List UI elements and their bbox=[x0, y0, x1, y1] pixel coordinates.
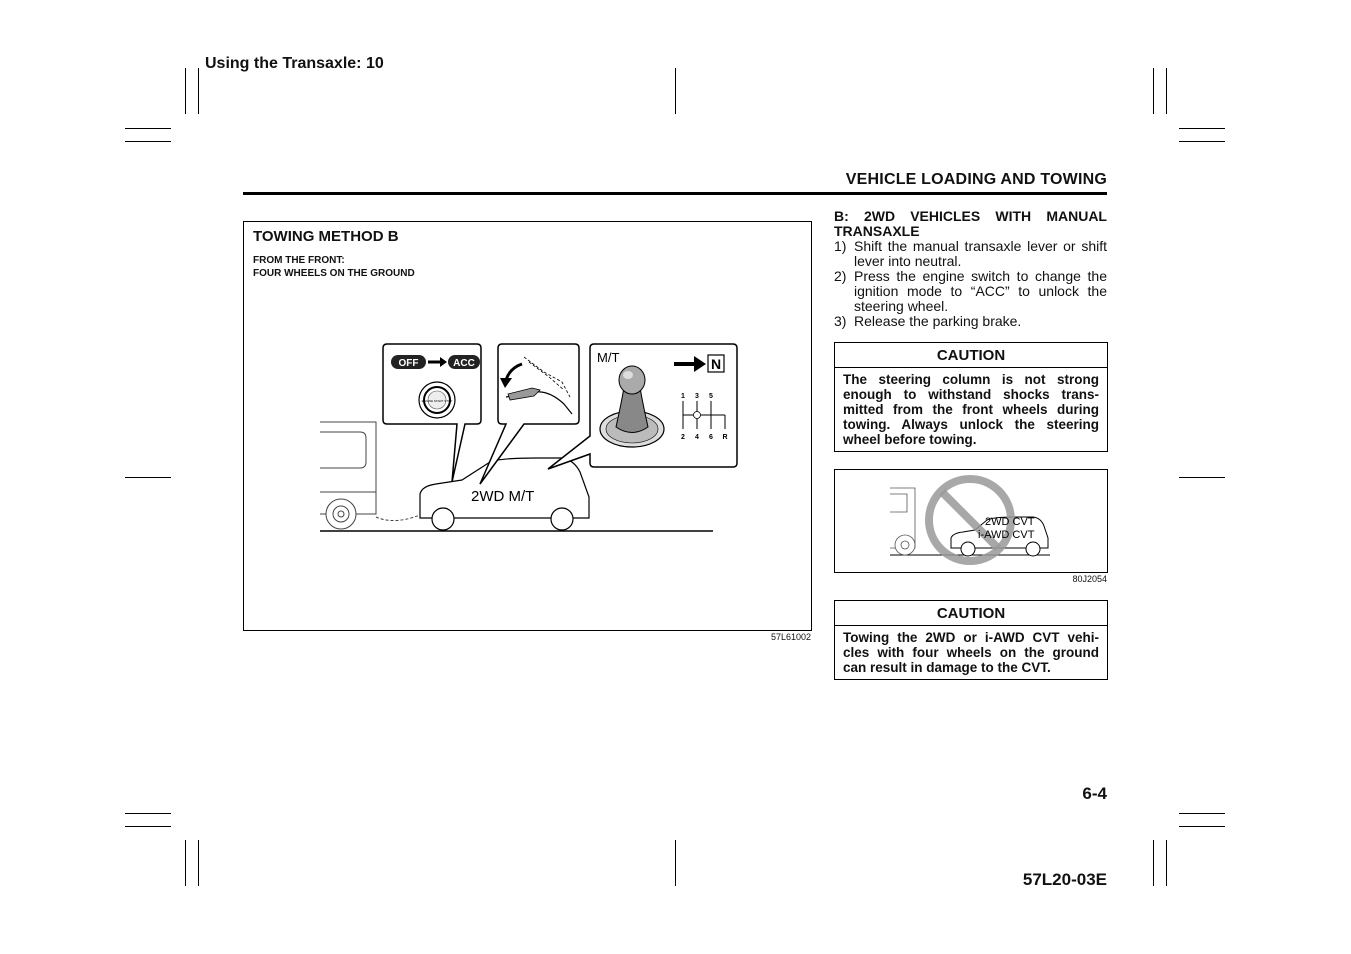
crop-mark bbox=[1153, 840, 1154, 886]
step-number: 3) bbox=[834, 313, 847, 329]
section-b-text: B: 2WD VEHICLES WITH MANUAL TRANSAXLE 1)… bbox=[834, 209, 1107, 329]
figure-subtitle: FOUR WHEELS ON THE GROUND bbox=[253, 268, 415, 279]
crop-mark bbox=[198, 840, 199, 886]
figure-title: TOWING METHOD B bbox=[253, 228, 399, 245]
caution-box: CAUTION Towing the 2WD or i-AWD CVT vehi… bbox=[834, 600, 1108, 680]
neutral-label: N bbox=[711, 356, 721, 372]
page-number: 6-4 bbox=[1082, 784, 1107, 803]
crop-mark bbox=[125, 128, 171, 129]
crop-mark bbox=[675, 68, 676, 114]
crop-mark bbox=[185, 840, 186, 886]
crop-mark bbox=[125, 826, 171, 827]
list-item: 1) Shift the manual transaxle lever or sh… bbox=[834, 239, 1107, 269]
shift-num-3: 3 bbox=[695, 393, 699, 400]
shift-num-6: 6 bbox=[709, 434, 713, 441]
figure-code: 80J2054 bbox=[1072, 574, 1107, 584]
crop-mark bbox=[1153, 68, 1154, 114]
crop-mark bbox=[1166, 68, 1167, 114]
crop-mark bbox=[198, 68, 199, 114]
shift-num-r: R bbox=[722, 434, 727, 441]
caution-heading: CAUTION bbox=[835, 601, 1107, 626]
step-text: Release the parking brake. bbox=[854, 313, 1022, 329]
shift-num-2: 2 bbox=[681, 434, 685, 441]
prohibited-towing-figure: 2WD CVT i-AWD CVT bbox=[834, 469, 1108, 573]
shift-num-4: 4 bbox=[695, 434, 699, 441]
list-item: 3) Release the parking brake. bbox=[834, 314, 1107, 329]
shift-num-1: 1 bbox=[681, 393, 685, 400]
crop-mark bbox=[1179, 141, 1225, 142]
crop-mark bbox=[125, 477, 171, 478]
crop-mark bbox=[125, 813, 171, 814]
section-title: VEHICLE LOADING AND TOWING bbox=[845, 171, 1107, 188]
header-rule bbox=[243, 192, 1107, 195]
crop-mark bbox=[1166, 840, 1167, 886]
step-number: 2) bbox=[834, 268, 847, 284]
figure-subtitle: FROM THE FRONT: bbox=[253, 255, 345, 266]
step-number: 1) bbox=[834, 238, 847, 254]
caution-box: CAUTION The steering column is not stron… bbox=[834, 342, 1108, 452]
caution-heading: CAUTION bbox=[835, 343, 1107, 368]
crop-mark bbox=[125, 141, 171, 142]
steps-list: 1) Shift the manual transaxle lever or sh… bbox=[834, 239, 1107, 329]
crop-mark bbox=[1179, 826, 1225, 827]
transaxle-label: M/T bbox=[597, 350, 619, 365]
document-code: 57L20-03E bbox=[1022, 870, 1107, 889]
switch-off-label: OFF bbox=[399, 358, 419, 369]
crop-mark bbox=[1179, 813, 1225, 814]
crop-mark bbox=[185, 68, 186, 114]
crop-mark bbox=[1179, 128, 1225, 129]
figure-code: 57L61002 bbox=[770, 632, 811, 642]
switch-acc-label: ACC bbox=[453, 358, 475, 369]
caution-body: The steering column is not strong enough… bbox=[843, 372, 1099, 447]
towing-figure: 2WD M/T OFF ACC ENGINE START STOP M/T N bbox=[243, 221, 812, 631]
section-b-heading: B: 2WD VEHICLES WITH MANUAL TRANSAXLE bbox=[834, 208, 1107, 239]
towing-illustration: 2WD M/T OFF ACC ENGINE START STOP M/T N bbox=[320, 343, 738, 532]
engine-button-text: ENGINE START STOP bbox=[422, 399, 453, 403]
step-text: Press the engine switch to change the ig… bbox=[854, 268, 1107, 314]
vehicle-label: 2WD M/T bbox=[471, 488, 534, 505]
caution-body: Towing the 2WD or i-AWD CVT vehi-cles wi… bbox=[843, 630, 1099, 675]
cvt-label-2wd: 2WD CVT bbox=[985, 516, 1035, 528]
cvt-label-awd: i-AWD CVT bbox=[978, 529, 1035, 541]
crop-mark bbox=[675, 840, 676, 886]
running-head: Using the Transaxle: 10 bbox=[205, 55, 384, 72]
shift-num-5: 5 bbox=[709, 393, 713, 400]
prohibited-towing-illustration: 2WD CVT i-AWD CVT bbox=[890, 475, 1050, 565]
crop-mark bbox=[1179, 477, 1225, 478]
step-text: Shift the manual transaxle lever or shif… bbox=[854, 238, 1107, 269]
list-item: 2) Press the engine switch to change the … bbox=[834, 269, 1107, 314]
